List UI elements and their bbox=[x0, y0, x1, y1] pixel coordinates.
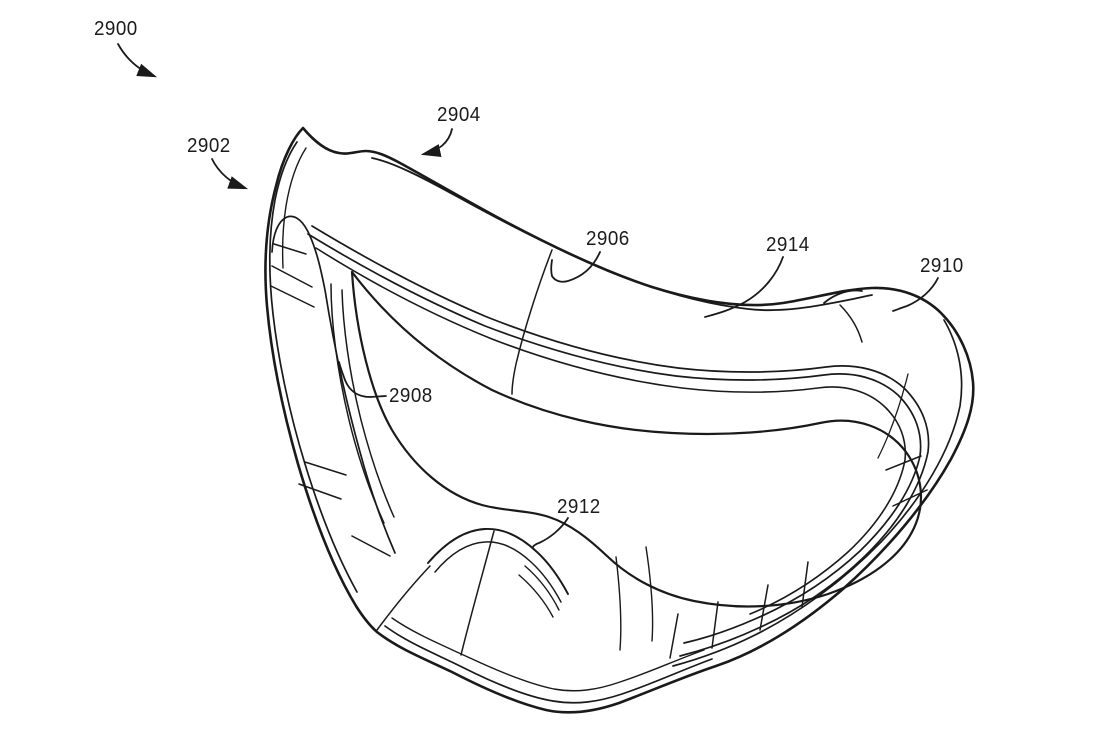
top-band-lines bbox=[307, 157, 930, 657]
leader-2908 bbox=[338, 361, 387, 398]
bottom-band-lines bbox=[384, 546, 809, 704]
goggle-outer-silhouette bbox=[264, 126, 975, 714]
leader-2906 bbox=[550, 251, 601, 283]
ref-label-2900: 2900 bbox=[94, 18, 138, 40]
right-band-lines bbox=[672, 319, 963, 667]
ref-label-2902: 2902 bbox=[187, 135, 231, 157]
ref-label-2912: 2912 bbox=[557, 496, 601, 518]
leader-2912 bbox=[532, 517, 569, 548]
leader-2914 bbox=[704, 256, 784, 318]
ref-label-2904: 2904 bbox=[437, 104, 481, 126]
leader-2910 bbox=[892, 277, 939, 312]
leader-arrow-2900 bbox=[117, 43, 158, 78]
nose-bridge bbox=[427, 528, 569, 656]
ref-label-2906: 2906 bbox=[586, 228, 630, 250]
left-band-lines bbox=[268, 141, 431, 631]
leader-arrow-2902 bbox=[211, 158, 249, 190]
ref-label-2914: 2914 bbox=[766, 234, 810, 256]
leader-lines bbox=[117, 43, 939, 548]
inner-opening-outline bbox=[350, 270, 923, 608]
leader-arrow-2904 bbox=[420, 128, 453, 157]
ref-label-2910: 2910 bbox=[920, 255, 964, 277]
ref-label-2908: 2908 bbox=[389, 385, 433, 407]
